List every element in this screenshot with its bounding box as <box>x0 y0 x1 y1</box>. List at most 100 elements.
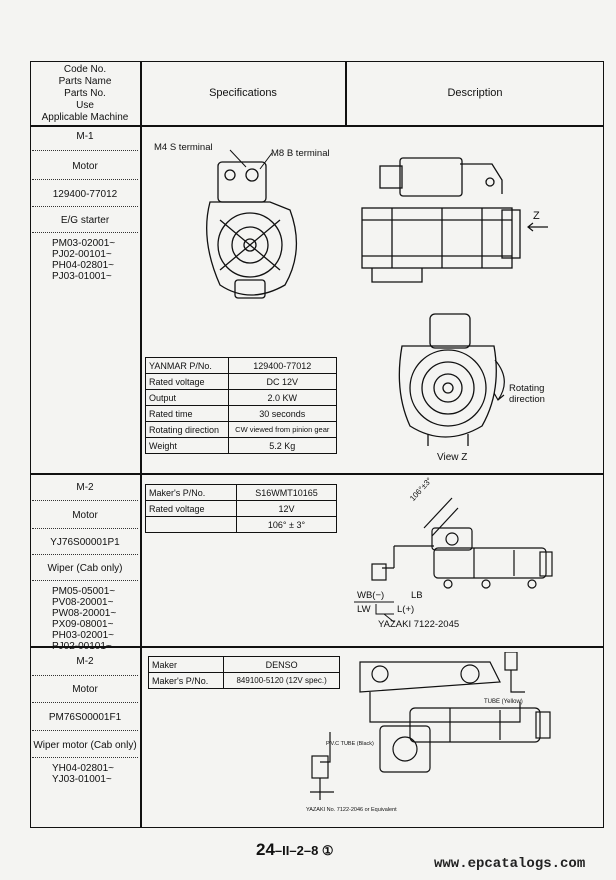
spec-value: CW viewed from pinion gear <box>227 421 338 438</box>
row1-divider <box>30 473 604 475</box>
dotted-divider <box>32 232 138 233</box>
spec-value: S16WMT10165 <box>235 484 338 501</box>
row2-name: Motor <box>72 510 98 521</box>
spec-key: Output <box>145 389 229 406</box>
spec-key: Rated voltage <box>145 500 237 517</box>
spec-value: 5.2 Kg <box>227 437 338 454</box>
spec-row: Maker's P/No.S16WMT10165 <box>145 484 338 501</box>
dotted-divider <box>32 179 138 180</box>
page-number-suffix: –II–2–8 ① <box>274 843 334 858</box>
row1-machines: PM03-02001~ PJ02-00101~ PH04-02801~ PJ03… <box>52 238 115 282</box>
spec-row: Maker's P/No.849100-5120 (12V spec.) <box>147 672 340 689</box>
spec-key: Rated voltage <box>145 373 229 390</box>
spec-key: Rated time <box>145 405 229 422</box>
spec-key: Weight <box>145 437 229 454</box>
header-divider <box>30 125 604 127</box>
spec-row: YANMAR P/No.129400-77012 <box>145 357 338 374</box>
m4-terminal-label: M4 S terminal <box>154 142 213 153</box>
row1-part-no: 129400-77012 <box>52 189 118 200</box>
machine-serial: YJ03-01001~ <box>52 774 112 785</box>
l-plus-label: L(+) <box>397 604 415 615</box>
spec-row: 106° ± 3° <box>145 516 338 533</box>
connector-lines <box>354 601 395 623</box>
machine-serial: PJ03-01001~ <box>52 271 112 282</box>
header-parts-no: Parts No. <box>64 88 106 99</box>
spec-value: 849100-5120 (12V spec.) <box>223 672 340 689</box>
dotted-divider <box>32 500 138 501</box>
spec-key: Maker <box>147 656 225 673</box>
col-divider-2 <box>345 61 347 126</box>
rotating-direction-label: Rotating direction <box>509 383 545 405</box>
header-parts-name: Parts Name <box>58 76 112 87</box>
row3-name: Motor <box>72 684 98 695</box>
spec-value: 129400-77012 <box>227 357 338 374</box>
yazaki-label: YAZAKI 7122-2045 <box>378 619 460 630</box>
dotted-divider <box>32 206 138 207</box>
parts-table-frame <box>30 61 604 828</box>
dotted-divider <box>32 150 138 151</box>
dotted-divider <box>32 528 138 529</box>
header-col1: Code No. Parts Name Parts No. Use Applic… <box>31 64 139 124</box>
header-specifications: Specifications <box>209 87 277 99</box>
row2-part-no: YJ76S00001P1 <box>50 537 120 548</box>
wiper-motor-2-drawing <box>310 652 551 800</box>
header-applicable-machine: Applicable Machine <box>41 112 129 123</box>
spec-value: 30 seconds <box>227 405 338 422</box>
row2-divider <box>30 646 604 648</box>
rotation-arrow <box>493 359 505 401</box>
yazaki-no-label: YAZAKI No. 7122-2046 or Equivalent <box>306 807 397 813</box>
spec-key: Maker's P/No. <box>145 484 237 501</box>
header-use: Use <box>76 100 94 111</box>
header-code-no: Code No. <box>63 64 107 75</box>
lw-label: LW <box>357 604 371 615</box>
dotted-divider <box>32 730 138 731</box>
spec-key: Maker's P/No. <box>147 672 225 689</box>
rotating-text: Rotating <box>509 383 545 394</box>
z-arrow-label: Z <box>533 210 540 222</box>
row1-use: E/G starter <box>60 215 110 226</box>
view-z-label: View Z <box>437 452 468 463</box>
dotted-divider <box>32 675 138 676</box>
row2-machines: PM05-05001~ PV08-20001~ PW08-20001~ PX09… <box>52 586 116 652</box>
lb-label: LB <box>411 590 423 601</box>
row1-name: Motor <box>72 161 98 172</box>
machine-serial: PJ02-00101~ <box>52 249 112 260</box>
machine-serial: PV08-20001~ <box>52 597 114 608</box>
dotted-divider <box>32 580 138 581</box>
dotted-divider <box>32 554 138 555</box>
machine-serial: PX09-08001~ <box>52 619 114 630</box>
machine-serial: YH04-02801~ <box>52 763 114 774</box>
wiper-motor-drawing <box>371 497 553 589</box>
row3-use: Wiper motor (Cab only) <box>33 740 137 751</box>
spec-value: 12V <box>235 500 338 517</box>
starter-end-view-drawing <box>398 313 497 446</box>
tube-yellow-label: TUBE (Yellow) <box>484 699 523 705</box>
row3-machines: YH04-02801~ YJ03-01001~ <box>52 763 114 785</box>
spec-key <box>145 516 237 533</box>
dotted-divider <box>32 757 138 758</box>
spec-value: DC 12V <box>227 373 338 390</box>
spec-key: Rotating direction <box>145 421 229 438</box>
header-description: Description <box>447 87 503 99</box>
machine-serial: PJ02-00101~ <box>52 641 112 652</box>
terminal-leader-lines <box>229 149 273 170</box>
page-number: 24–II–2–8 ① <box>256 840 334 860</box>
spec-value: 2.0 KW <box>227 389 338 406</box>
direction-text: direction <box>509 394 545 405</box>
row2-use: Wiper (Cab only) <box>47 563 123 574</box>
wb-label: WB(−) <box>357 590 385 601</box>
machine-serial: PH04-02801~ <box>52 260 114 271</box>
row1-code: M-1 <box>76 131 94 142</box>
machine-serial: PM03-02001~ <box>52 238 116 249</box>
machine-serial: PM05-05001~ <box>52 586 116 597</box>
